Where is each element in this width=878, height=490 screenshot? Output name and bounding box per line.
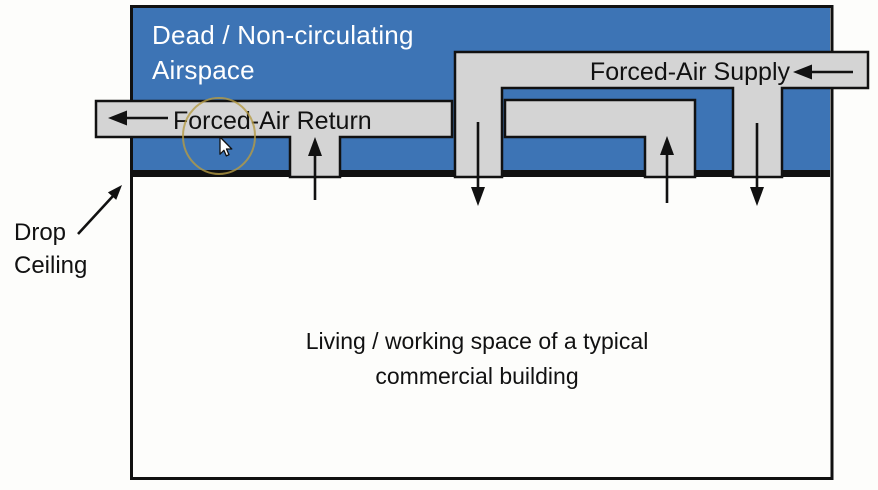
living-space-label-line1: Living / working space of a typical	[306, 328, 649, 354]
return-stub-up-arrow	[308, 137, 322, 200]
airspace-label-line1: Dead / Non-circulating	[152, 20, 414, 50]
return-flow-arrow	[108, 110, 168, 126]
flow-arrows	[108, 64, 853, 206]
supply-duct	[453, 50, 870, 179]
return-duct	[94, 99, 454, 179]
highlight-ring	[182, 97, 256, 175]
supply-drop-right-down-arrow	[750, 123, 764, 206]
drop-ceiling-pointer-arrow	[77, 185, 122, 235]
drop-ceiling-label-line1: Drop	[14, 219, 66, 246]
building-outline	[130, 5, 834, 480]
airspace-label-line2: Airspace	[152, 55, 255, 85]
drop-ceiling-label-line2: Ceiling	[14, 252, 87, 279]
return-duct-label: Forced-Air Return	[173, 107, 372, 135]
branch-up-arrow	[660, 136, 674, 203]
supply-flow-arrow	[793, 64, 853, 80]
supply-drop-left-down-arrow	[471, 122, 485, 206]
branch-duct	[503, 98, 697, 179]
supply-duct-label: Forced-Air Supply	[590, 58, 791, 86]
living-space-label-line2: commercial building	[375, 363, 578, 389]
mouse-cursor-icon	[219, 136, 233, 157]
